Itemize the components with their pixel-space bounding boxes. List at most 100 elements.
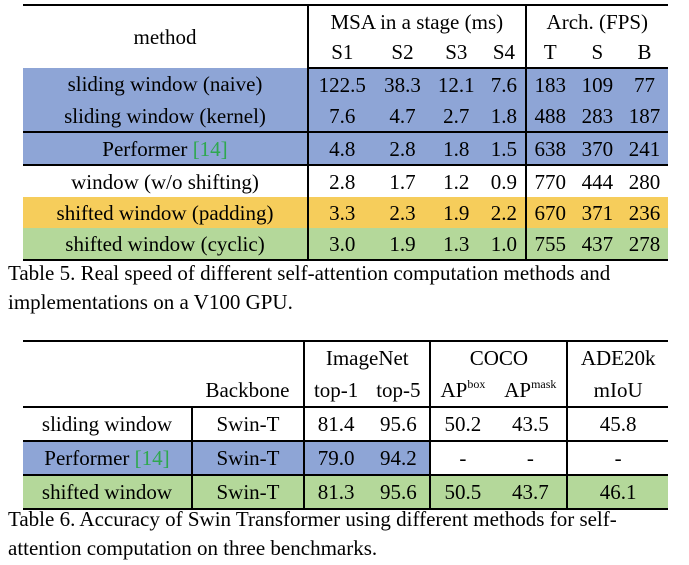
ap-box-superscript: box [467,377,486,391]
msa-s2-cell: 2.8 [375,131,430,165]
fps-t-cell: 488 [524,100,574,132]
msa-s1-cell: 3.3 [307,197,376,228]
top1-cell: 79.0 [303,440,368,475]
table-6-caption: Table 6. Accuracy of Swin Transformer us… [8,507,617,560]
apmask-cell: 43.7 [494,474,568,510]
msa-s3-cell: 1.2 [429,164,484,197]
miou-cell: 45.8 [566,407,668,441]
backbone-cell: Swin-T [190,440,305,475]
header-ade20k: ADE20k [566,341,668,374]
method-cell: shifted window (padding) [56,200,274,225]
table-row: shifted window (cyclic) 3.0 1.9 1.3 1.0 … [23,228,668,261]
citation-link[interactable]: [14] [134,446,170,470]
table-row: Performer [14] 4.8 2.8 1.8 1.5 638 370 2… [23,131,668,165]
table-row: sliding window Swin-T 81.4 95.6 50.2 43.… [23,407,668,441]
header-s2: S2 [375,37,430,69]
fps-b-cell: 236 [628,200,661,225]
backbone-cell: Swin-T [190,407,305,441]
citation-link[interactable]: [14] [192,136,228,161]
fps-b-cell: 280 [620,164,668,197]
header-t: T [524,37,574,69]
msa-s2-cell: 38.3 [384,72,421,97]
msa-s1-cell: 2.8 [307,164,376,197]
ap-label: AP [440,378,468,402]
table-5: method MSA in a stage (ms) Arch. (FPS) S… [23,4,668,261]
msa-s2-cell: 1.9 [375,228,430,261]
msa-s3-cell: 2.7 [443,103,470,128]
msa-s1-cell: 4.8 [307,131,376,165]
header-msa-group: MSA in a stage (ms) [307,5,526,37]
fps-t-cell: 183 [524,68,574,100]
header-top1: top-1 [303,374,368,408]
header-s: S [573,37,621,69]
fps-s-cell: 371 [581,200,614,225]
apbox-cell: 50.2 [429,407,495,441]
table-row: shifted window Swin-T 81.3 95.6 50.5 43.… [23,474,668,510]
header-top5: top-5 [367,374,431,408]
header-coco: COCO [429,341,568,374]
method-cell: sliding window [41,412,172,436]
top1-cell: 81.4 [303,407,368,441]
fps-s-cell: 370 [573,131,621,165]
msa-s4-cell: 0.9 [483,164,526,197]
table-5-caption: Table 5. Real speed of different self-at… [8,261,611,314]
header-arch-group: Arch. (FPS) [524,5,668,37]
table-header-row: method MSA in a stage (ms) Arch. (FPS) [23,5,668,48]
apmask-cell: 43.5 [511,412,549,436]
header-s4: S4 [483,37,526,69]
fps-s-cell: 109 [581,72,614,97]
msa-s1-cell: 122.5 [307,68,376,100]
fps-b-cell: 241 [620,131,668,165]
fps-t-cell: 638 [524,131,574,165]
header-b: B [620,37,668,69]
msa-s1-cell: 3.0 [307,228,376,261]
table-subheader-row: Backbone top-1 top-5 APbox APmask mIoU [23,374,668,408]
fps-t-cell: 755 [524,228,574,261]
method-cell: shifted window (cyclic) [23,228,308,261]
header-method: method [133,25,197,49]
msa-s4-cell: 1.0 [483,228,526,261]
fps-b-cell: 187 [628,103,661,128]
table-row: sliding window (naive) 122.5 38.3 12.1 7… [23,68,668,100]
fps-b-cell: 77 [633,72,655,97]
msa-s4-cell: 1.8 [490,103,518,128]
fps-s-cell: 283 [581,103,614,128]
msa-s4-cell: 7.6 [490,72,518,97]
top5-cell: 94.2 [367,440,431,475]
header-empty [23,341,192,374]
table-6: ImageNet COCO ADE20k Backbone top-1 top-… [23,340,668,510]
header-empty [192,341,304,374]
header-miou: mIoU [566,374,668,408]
table-header-row: ImageNet COCO ADE20k [23,341,668,374]
method-cell: Performer [14] [23,131,308,165]
top5-cell: 95.6 [379,412,417,436]
backbone-cell: Swin-T [190,474,305,510]
fps-t-cell: 770 [524,164,574,197]
apbox-cell: - [429,440,495,475]
fps-b-cell: 278 [620,228,668,261]
top5-cell: 95.6 [367,474,431,510]
top1-cell: 81.3 [303,474,368,510]
method-cell: sliding window (kernel) [64,103,266,128]
msa-s3-cell: 1.3 [429,228,484,261]
msa-s3-cell: 1.9 [443,200,470,225]
fps-s-cell: 437 [573,228,621,261]
method-label: Performer [44,446,135,470]
fps-t-cell: 670 [524,197,574,228]
header-s3: S3 [429,37,484,69]
fps-s-cell: 444 [573,164,621,197]
table-row: shifted window (padding) 3.3 2.3 1.9 2.2… [23,197,668,228]
header-imagenet: ImageNet [303,341,431,374]
miou-cell: - [566,440,668,475]
apmask-cell: - [494,440,568,475]
miou-cell: 46.1 [566,474,668,510]
msa-s2-cell: 4.7 [389,103,416,128]
method-label: Performer [102,136,193,161]
msa-s3-cell: 12.1 [437,72,475,97]
header-ap-mask: APmask [494,374,568,408]
msa-s2-cell: 1.7 [375,164,430,197]
method-cell: window (w/o shifting) [23,164,308,197]
table-row: Performer [14] Swin-T 79.0 94.2 - - - [23,440,668,475]
msa-s2-cell: 2.3 [389,200,416,225]
header-s1: S1 [307,37,376,69]
